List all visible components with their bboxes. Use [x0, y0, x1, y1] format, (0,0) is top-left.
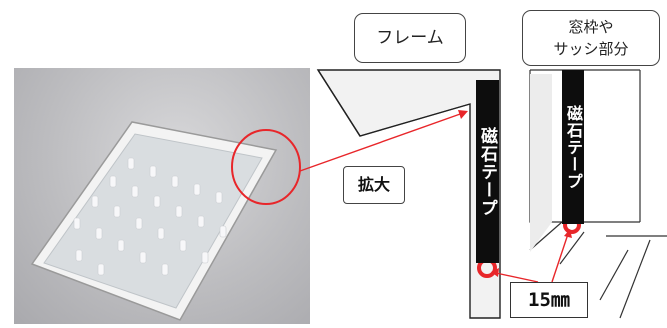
frame-label: フレーム: [354, 13, 466, 63]
screen-panel-illustration: [30, 121, 278, 321]
measurement-label: 15㎜: [510, 282, 588, 318]
window-frame-label-line1: 窓枠や: [568, 18, 614, 36]
red-arrow-icon: [458, 110, 468, 119]
panel-photo: [14, 68, 310, 324]
red-arrow-icon-2: [491, 268, 499, 277]
window-frame-label: 窓枠や サッシ部分: [522, 10, 660, 66]
highlight-circle-icon: [231, 129, 301, 205]
magnetic-tape-frame: 磁石テープ: [476, 80, 499, 263]
magnetic-tape-window: 磁石テープ: [562, 70, 584, 224]
zoom-label: 拡大: [343, 166, 405, 204]
window-frame-label-line2: サッシ部分: [553, 40, 629, 58]
red-arrow-icon-3: [564, 229, 572, 238]
